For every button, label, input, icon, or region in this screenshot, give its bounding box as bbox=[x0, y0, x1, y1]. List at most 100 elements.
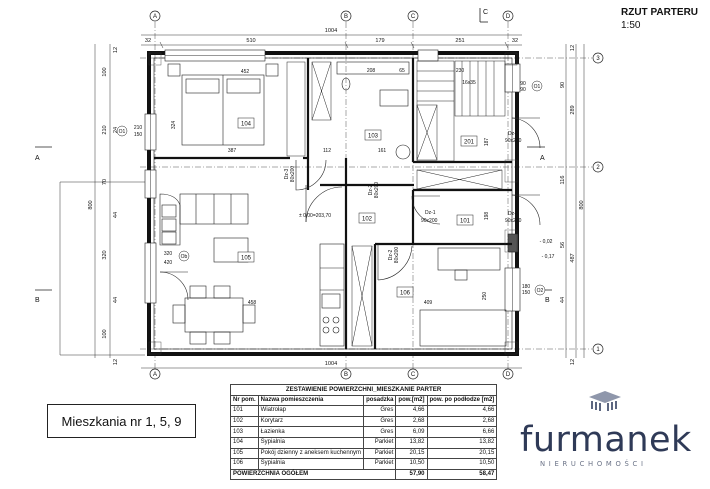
dim-top-510: 510 bbox=[246, 38, 255, 44]
room-number-102: 102 bbox=[362, 217, 373, 223]
label-hall-w: 161 bbox=[378, 148, 387, 154]
cell-name: Korytarz bbox=[257, 415, 365, 428]
cell-floor: Gres bbox=[363, 405, 397, 417]
header-area: pow.[m2] bbox=[395, 394, 428, 407]
table-total-row: POWIERZCHNIA OGÓŁEM 57,90 58,47 bbox=[229, 468, 498, 481]
axis-label-1: 1 bbox=[596, 347, 600, 353]
window-o1-right: O1 bbox=[534, 84, 541, 90]
table-row: 105 Pokój dzienny z aneksem kuchennym Pa… bbox=[230, 447, 498, 460]
label-kitchen-w: 458 bbox=[248, 300, 257, 306]
label-r002: - 0,02 bbox=[540, 239, 553, 245]
table-row: 104 Sypialnia Parkiet 13,82 13,82 bbox=[230, 436, 498, 449]
room-number-106: 106 bbox=[400, 291, 411, 297]
interior-walls bbox=[154, 58, 512, 349]
label-door-dz1b: Dz-1 bbox=[508, 131, 519, 137]
label-bath-w: 208 bbox=[367, 68, 376, 74]
cell-floor: Parkiet bbox=[363, 436, 397, 449]
window-90-top: 90 bbox=[520, 81, 526, 87]
cell-nr: 106 bbox=[230, 458, 259, 470]
label-bed-depth: 324 bbox=[171, 121, 177, 130]
window-glazing bbox=[150, 55, 513, 311]
label-door-dz1b-size: 90x200 bbox=[505, 138, 522, 144]
label-door-dz3: Dz-3 bbox=[284, 169, 290, 180]
table-row: 103 Łazienka Gres 6,09 6,66 bbox=[230, 426, 498, 438]
dim-top-251: 251 bbox=[455, 38, 464, 44]
table-title-row: ZESTAWIENIE POWIERZCHNI_MIESZKANIE PARTE… bbox=[229, 384, 498, 396]
window-90-bot: 90 bbox=[520, 87, 526, 93]
section-a-right: A bbox=[540, 155, 545, 162]
cell-floor-area: 10,50 bbox=[426, 458, 498, 470]
dim-right-56: 56 bbox=[560, 242, 566, 248]
label-door-dz2b: Dz-2 bbox=[388, 250, 394, 261]
label-room201-h: 187 bbox=[484, 138, 490, 147]
logo-subtitle: NIERUCHOMOŚCI bbox=[540, 460, 647, 468]
cell-floor-area: 13,82 bbox=[426, 436, 498, 449]
window-180-top: 180 bbox=[522, 284, 531, 290]
cell-floor: Gres bbox=[363, 426, 397, 438]
label-d201-w: 16x35 bbox=[462, 80, 476, 86]
building-grid-icon bbox=[589, 391, 621, 411]
bed-104 bbox=[167, 63, 279, 146]
section-c-top: C bbox=[483, 9, 488, 16]
section-b-right: B bbox=[545, 297, 550, 304]
label-bed-length: 387 bbox=[228, 148, 237, 154]
table-header-row: Nr pom. Nazwa pomieszczenia posadzka pow… bbox=[230, 394, 498, 407]
label-hall-w2: 112 bbox=[323, 148, 331, 154]
cell-area: 20,15 bbox=[395, 447, 428, 460]
cell-nr: 105 bbox=[230, 447, 259, 460]
window-o1-left: O1 bbox=[119, 129, 126, 135]
header-floor-area: pow. po podłodze [m2] bbox=[426, 394, 498, 407]
service-shafts bbox=[311, 61, 503, 347]
dim-top-179: 179 bbox=[375, 38, 384, 44]
label-door-dz1a-size: 90x200 bbox=[421, 218, 438, 224]
room-number-201: 201 bbox=[464, 140, 475, 146]
sheet-title: RZUT PARTERU bbox=[621, 7, 699, 18]
cell-area: 13,82 bbox=[395, 436, 428, 449]
window-ob: Ob bbox=[181, 254, 188, 260]
cell-area: 4,66 bbox=[395, 405, 428, 417]
dim-top-32b: 32 bbox=[512, 38, 518, 44]
dimension-lines bbox=[59, 34, 585, 369]
coffee-table-105 bbox=[213, 237, 249, 263]
dim-left-44a: 44 bbox=[113, 212, 119, 218]
logo-name: furmanek bbox=[520, 420, 692, 460]
label-level: ± 0,00=203,70 bbox=[299, 213, 331, 219]
dining-set-105 bbox=[172, 285, 256, 345]
sofa-105 bbox=[159, 193, 249, 246]
dim-top-total: 1004 bbox=[325, 28, 337, 34]
axis-label-d-top: D bbox=[506, 14, 511, 20]
bathroom-fixtures bbox=[336, 61, 411, 160]
dim-right-289: 289 bbox=[570, 105, 576, 114]
axis-label-b-bottom: B bbox=[344, 372, 348, 378]
axis-label-c-top: C bbox=[411, 14, 416, 20]
label-mark-320: 320 bbox=[164, 251, 173, 257]
dim-left-12b: 12 bbox=[113, 359, 119, 365]
room-number-103: 103 bbox=[368, 134, 379, 140]
wall-hatching bbox=[148, 52, 518, 355]
outer-walls bbox=[147, 51, 519, 356]
axis-label-2: 2 bbox=[596, 165, 600, 171]
room-number-104: 104 bbox=[241, 122, 252, 128]
dim-left-24: 24 bbox=[113, 127, 119, 133]
window-o1-dim-top: 210 bbox=[134, 125, 143, 131]
sheet-scale: 1:50 bbox=[621, 20, 641, 31]
label-door-dz3-size: 80x200 bbox=[290, 166, 296, 183]
cell-area: 2,68 bbox=[395, 415, 428, 428]
cell-nr: 102 bbox=[230, 415, 259, 428]
label-door-dz1a: Dz-1 bbox=[425, 210, 436, 216]
section-a-left: A bbox=[35, 155, 40, 162]
total-label: POWIERZCHNIA OGÓŁEM bbox=[229, 468, 397, 481]
table-row: 106 Sypialnia Parkiet 10,50 10,50 bbox=[230, 458, 498, 470]
header-floor: posadzka bbox=[363, 394, 397, 407]
label-mark-420: 420 bbox=[164, 260, 173, 266]
dim-left-12a: 12 bbox=[113, 47, 119, 53]
total-area: 57,90 bbox=[395, 468, 428, 481]
label-room101-h: 198 bbox=[484, 212, 490, 221]
label-room106-h: 250 bbox=[482, 292, 488, 301]
dim-left-total: 800 bbox=[88, 200, 94, 209]
header-name: Nazwa pomieszczenia bbox=[257, 394, 365, 407]
row-axis-markers bbox=[592, 52, 604, 355]
cell-area: 6,09 bbox=[395, 426, 428, 438]
dim-left-100b: 100 bbox=[102, 329, 108, 338]
